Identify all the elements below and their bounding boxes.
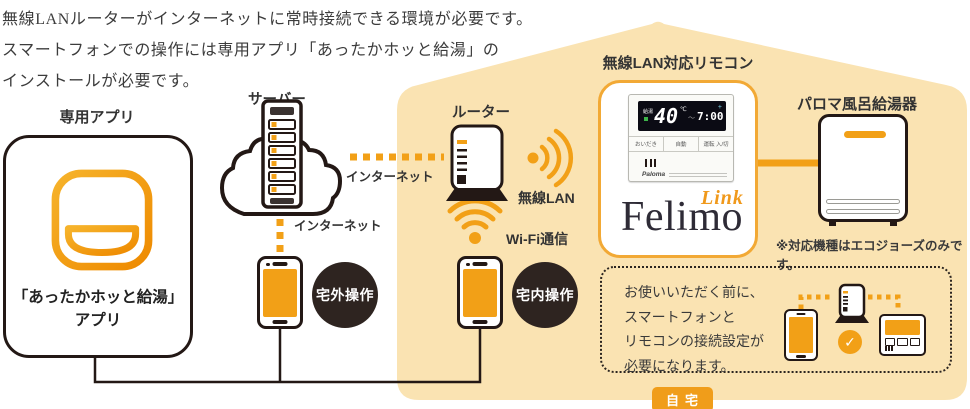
heater-vent — [844, 131, 886, 138]
setup-line-1: お使いいただく前に、 — [624, 284, 764, 300]
heater-foot — [890, 219, 897, 226]
check-icon: ✓ — [838, 330, 862, 354]
remote-speaker-grille — [645, 159, 656, 167]
remote-card: 給湯 40 ℃ 〜 7:00 + おいだき 自動 運転 入/切 Paloma F… — [598, 80, 758, 258]
setup-line-4: 必要になります。 — [624, 357, 735, 374]
intro-line-2: スマートフォンでの操作には専用アプリ「あったかホッと給湯」の — [2, 42, 500, 59]
wifi-label: Wi-Fi通信 — [506, 231, 569, 247]
phone-camera-dot — [266, 262, 270, 266]
phone-camera-dot — [466, 262, 470, 266]
remote-fine-print — [669, 173, 727, 179]
setup-line-3: リモコンの接続設定が — [624, 333, 764, 349]
wire-app-to-phones — [93, 329, 482, 384]
app-title: 「あったかホッと給湯」 アプリ — [6, 286, 190, 332]
mini-phone-speaker — [796, 312, 806, 315]
mini-smartphone-icon — [784, 309, 818, 361]
heater-slot — [826, 209, 900, 214]
lcd-temp-unit: ℃ — [680, 107, 687, 113]
router-label: ルーター — [452, 105, 510, 121]
wireless-signal-icon — [527, 128, 574, 188]
lcd-temperature: 40 — [654, 104, 679, 128]
app-title-line-2: アプリ — [74, 312, 122, 329]
intro-line-1: 無線LANルーターがインターネットに常時接続できる環境が必要です。 — [2, 11, 533, 28]
heater-foot — [829, 219, 836, 226]
mini-phone-home — [796, 355, 806, 358]
remote-device-photo: 給湯 40 ℃ 〜 7:00 + おいだき 自動 運転 入/切 Paloma — [628, 94, 734, 182]
mini-remote-buttons — [885, 338, 920, 346]
internet-label-down: インターネット — [294, 219, 382, 233]
remote-button-auto: 自動 — [664, 137, 699, 151]
setup-line-2: スマートフォンと — [624, 308, 736, 325]
wireless-lan-label: 無線LAN — [518, 190, 575, 206]
home-badge: 自宅 — [652, 387, 714, 409]
lcd-tilde: 〜 — [688, 115, 695, 122]
lcd-mode-text: 給湯 — [643, 109, 654, 115]
lcd-clock: 7:00 — [697, 110, 724, 123]
mini-remote-screen — [885, 319, 920, 335]
lcd-plus-mark: + — [717, 104, 722, 111]
server-cloud-icon — [219, 99, 343, 216]
remote-button-row: おいだき 自動 運転 入/切 — [629, 136, 733, 152]
remote-lcd: 給湯 40 ℃ 〜 7:00 + — [638, 101, 726, 131]
felimo-logo: Felimo — [620, 194, 743, 240]
wifi-icon — [447, 198, 503, 244]
heater-compat-note: ※対応機種はエコジョーズのみです。 — [776, 239, 963, 272]
phone-screen — [463, 269, 497, 317]
phone-screen — [263, 269, 297, 317]
router-icon — [446, 124, 508, 201]
internet-label-top: インターネット — [346, 170, 434, 184]
remote-brand-text: Paloma — [642, 171, 666, 178]
dashed-pairing-path — [798, 294, 901, 312]
remote-button-oidaki: おいだき — [629, 137, 664, 151]
intro-text: 無線LANルーターがインターネットに常時接続できる環境が必要です。 スマートフォ… — [2, 4, 533, 97]
phone-home-button — [272, 319, 288, 324]
indoor-operation-badge: 宅内操作 — [512, 262, 578, 328]
water-heater-icon — [818, 114, 908, 226]
app-title-line-1: 「あったかホッと給湯」 — [12, 289, 184, 306]
bath-app-icon — [51, 169, 153, 271]
phone-speaker — [472, 262, 488, 266]
intro-line-3: インストールが必要です。 — [2, 73, 200, 90]
app-card: 「あったかホッと給湯」 アプリ — [3, 135, 193, 358]
smartphone-outdoor — [257, 256, 303, 329]
remote-label: 無線LAN対応リモコン — [602, 55, 754, 72]
mini-phone-screen — [789, 317, 813, 353]
app-section-label: 専用アプリ — [59, 109, 135, 126]
lcd-burner-indicator — [644, 117, 648, 121]
setup-notice-box: お使いいただく前に、 スマートフォンと リモコンの接続設定が 必要になります。 — [600, 266, 952, 374]
setup-notice-text: お使いいただく前に、 スマートフォンと リモコンの接続設定が 必要になります。 — [624, 280, 764, 378]
felimo-link-mark: Link — [701, 187, 744, 209]
mini-remote-icon — [879, 314, 926, 356]
heater-slot — [826, 199, 900, 204]
phone-home-button — [472, 319, 488, 324]
heater-label: パロマ風呂給湯器 — [797, 96, 918, 113]
phone-speaker — [272, 262, 288, 266]
smartphone-indoor — [457, 256, 503, 329]
mini-remote-grille — [885, 346, 893, 351]
remote-button-power: 運転 入/切 — [703, 142, 729, 148]
outdoor-operation-badge: 宅外操作 — [312, 262, 378, 328]
mini-router-icon — [835, 283, 869, 323]
